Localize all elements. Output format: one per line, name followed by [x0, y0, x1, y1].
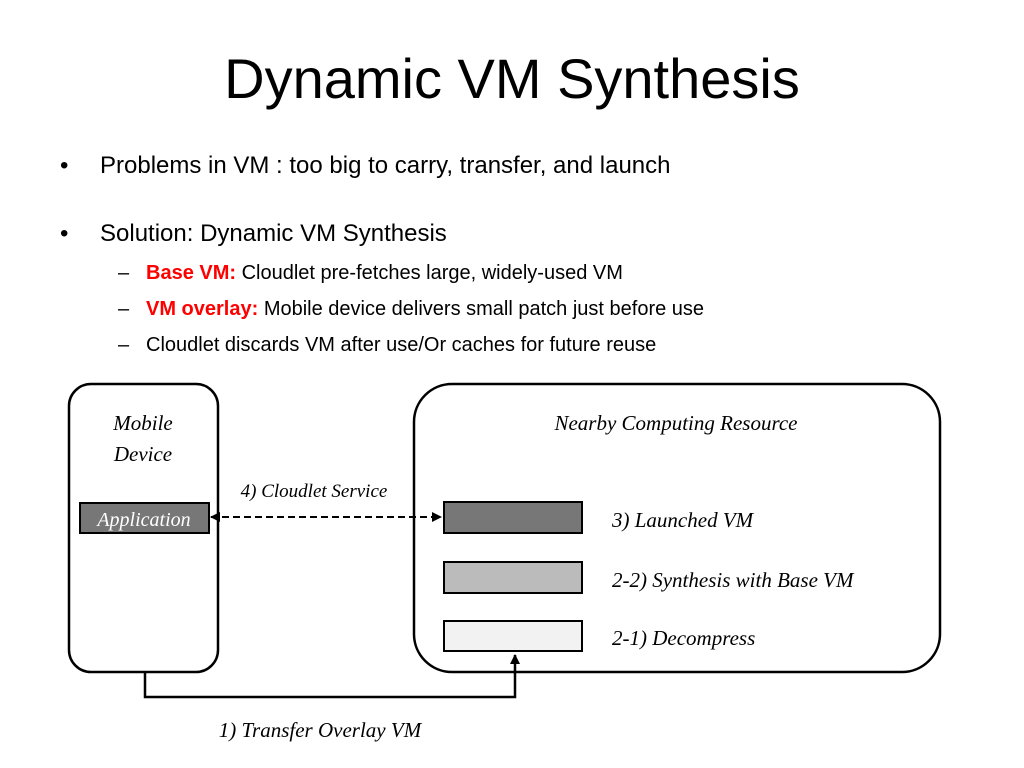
nearby-resource-box — [412, 382, 942, 674]
bullet-solution-text: Solution: Dynamic VM Synthesis — [100, 220, 447, 247]
slide-title: Dynamic VM Synthesis — [224, 47, 800, 110]
mobile-label-line1: Mobile — [112, 411, 172, 435]
nearby-resource-label: Nearby Computing Resource — [553, 411, 797, 435]
subbullet-vm-overlay-text: VM overlay: Mobile device delivers small… — [146, 298, 704, 321]
bullet-dot-icon: • — [60, 220, 69, 247]
decompress-label: 2-1) Decompress — [612, 626, 755, 650]
cloudlet-service-label: 4) Cloudlet Service — [241, 481, 388, 502]
subbullet-base-vm-text: Base VM: Cloudlet pre-fetches large, wid… — [146, 262, 623, 285]
base-vm-label: Base VM: — [146, 262, 237, 284]
decompress-box — [443, 620, 583, 652]
transfer-overlay-arrow — [143, 654, 520, 699]
subbullet-cloudlet-discards-text: Cloudlet discards VM after use/Or caches… — [146, 334, 657, 356]
synthesis-box — [443, 561, 583, 594]
launched-vm-label: 3) Launched VM — [611, 508, 755, 532]
bullet-problems-text: Problems in VM : too big to carry, trans… — [100, 152, 671, 179]
bullet-dot-icon: • — [60, 152, 69, 179]
dash-icon: – — [118, 262, 130, 284]
dash-icon: – — [118, 298, 130, 320]
synthesis-label: 2-2) Synthesis with Base VM — [612, 568, 855, 592]
vm-overlay-description: Mobile device delivers small patch just … — [258, 298, 705, 320]
launched-vm-box — [443, 501, 583, 534]
application-label: Application — [95, 509, 190, 531]
dash-icon: – — [118, 334, 130, 356]
transfer-overlay-label: 1) Transfer Overlay VM — [219, 718, 423, 742]
vm-overlay-label: VM overlay: — [146, 298, 259, 320]
application-box — [79, 502, 210, 534]
mobile-label-line2: Device — [113, 442, 172, 466]
base-vm-description: Cloudlet pre-fetches large, widely-used … — [236, 262, 623, 284]
